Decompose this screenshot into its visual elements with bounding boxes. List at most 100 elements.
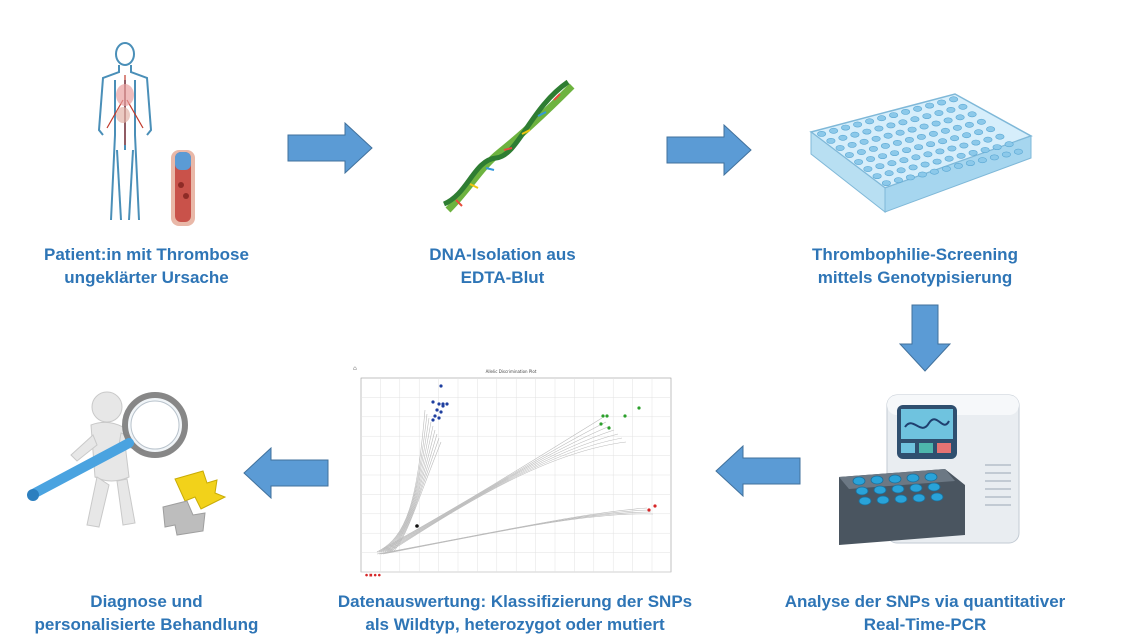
well xyxy=(850,131,860,138)
well xyxy=(841,124,851,131)
pcr-tube xyxy=(855,486,869,496)
well xyxy=(949,96,959,103)
well xyxy=(865,118,875,125)
well xyxy=(995,133,1005,140)
well xyxy=(967,111,977,118)
arrow-right-icon xyxy=(287,122,373,174)
plot-point-wildtype xyxy=(431,400,435,404)
pcr-tube xyxy=(891,484,905,494)
plot-point-mutant xyxy=(653,504,657,508)
well xyxy=(893,177,903,184)
well xyxy=(898,119,908,126)
svg-text:● ■ ● ●: ● ■ ● ● xyxy=(365,573,381,577)
well xyxy=(910,116,920,123)
arrow-right-icon xyxy=(666,124,752,176)
well xyxy=(956,152,966,159)
well xyxy=(914,144,924,150)
well xyxy=(854,159,864,165)
dna-illustration xyxy=(440,78,580,218)
pcr-tube xyxy=(852,476,866,486)
plot-point-heterozygous xyxy=(601,414,605,418)
well xyxy=(1004,141,1014,148)
well xyxy=(844,152,854,158)
well xyxy=(892,140,902,146)
well xyxy=(965,160,975,166)
well xyxy=(856,149,866,155)
well xyxy=(946,106,956,113)
well xyxy=(932,158,942,165)
well xyxy=(923,151,933,158)
arrow-left-icon xyxy=(243,447,329,499)
well xyxy=(863,166,873,172)
plot-point-heterozygous xyxy=(607,426,611,430)
well xyxy=(958,103,968,110)
well xyxy=(883,132,893,139)
well xyxy=(913,105,923,112)
well xyxy=(955,114,965,121)
well xyxy=(889,112,899,118)
well xyxy=(919,123,929,130)
allelic-discrimination-plot: ⌂ Allelic Discrimination Plot ● ■ ● ● xyxy=(347,362,675,582)
pcr-tube xyxy=(888,474,902,484)
well xyxy=(971,139,981,146)
well xyxy=(1013,148,1023,155)
pcr-tube xyxy=(873,485,887,495)
well xyxy=(862,128,872,135)
well xyxy=(989,154,999,161)
well xyxy=(920,161,930,168)
pcr-tube xyxy=(924,472,938,482)
well xyxy=(944,155,954,162)
plot-point-heterozygous xyxy=(637,406,641,410)
plot-point-heterozygous xyxy=(599,422,603,426)
well xyxy=(895,129,905,136)
well xyxy=(868,146,878,152)
well xyxy=(907,126,917,133)
well xyxy=(877,115,887,122)
well xyxy=(917,171,927,178)
plot-point-wildtype xyxy=(433,414,437,418)
plot-point-wildtype xyxy=(435,408,439,412)
well xyxy=(952,124,962,131)
pcr-machine-illustration xyxy=(835,385,1025,555)
well xyxy=(925,102,935,109)
pcr-tube xyxy=(909,483,923,493)
plot-point-wildtype xyxy=(439,410,443,414)
microplate-illustration xyxy=(805,92,1035,217)
well xyxy=(886,122,896,129)
well xyxy=(934,110,944,116)
well xyxy=(968,150,978,156)
well xyxy=(817,131,827,137)
well xyxy=(986,126,996,133)
well xyxy=(959,142,969,149)
well xyxy=(880,143,890,149)
plot-point-wildtype xyxy=(439,384,443,388)
well xyxy=(884,170,894,177)
plot-point-ntc xyxy=(415,524,419,528)
well xyxy=(964,121,974,128)
well xyxy=(922,113,932,119)
well xyxy=(950,135,960,142)
arrow-left-icon xyxy=(715,445,801,497)
well xyxy=(937,99,947,106)
well xyxy=(974,129,984,136)
pcr-tube xyxy=(858,496,872,506)
well xyxy=(931,120,941,127)
well xyxy=(916,134,926,140)
well xyxy=(896,167,906,174)
well xyxy=(826,138,836,144)
plot-point-wildtype xyxy=(437,402,441,406)
well xyxy=(904,137,914,143)
arrow-down-icon xyxy=(899,304,951,372)
pcr-tube xyxy=(927,482,941,492)
well xyxy=(1001,151,1011,158)
well xyxy=(928,130,938,137)
well xyxy=(938,138,948,145)
well xyxy=(887,160,897,167)
well xyxy=(871,135,881,142)
well xyxy=(853,121,863,128)
pcr-tube xyxy=(876,495,890,505)
